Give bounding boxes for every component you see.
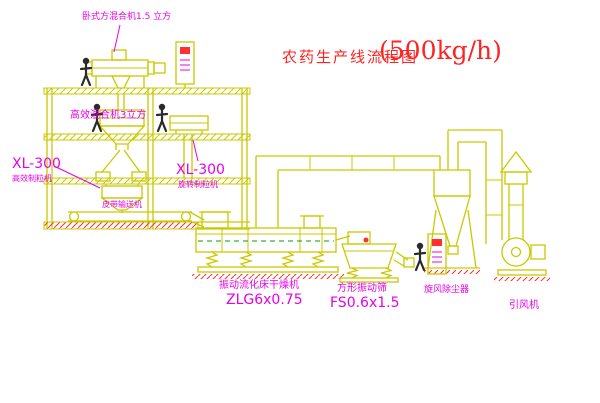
person-figure bbox=[90, 103, 104, 133]
diagram-capacity: (500kg/h) bbox=[379, 36, 502, 65]
label-belt-conveyor: 皮带输送机 bbox=[102, 200, 142, 209]
control-cabinet-top bbox=[175, 41, 195, 88]
leader-lines bbox=[53, 24, 199, 189]
label-xl300-center-model: XL-300 bbox=[176, 162, 225, 178]
high-efficiency-mixer bbox=[95, 109, 147, 182]
person-figure bbox=[413, 242, 427, 272]
label-dryer-name: 振动流化床干燥机 bbox=[219, 280, 299, 291]
outlet-duct bbox=[447, 129, 503, 244]
granulator-center bbox=[169, 115, 209, 178]
label-xl300-center-name: 旋转制粒机 bbox=[178, 180, 218, 189]
label-cyclone: 旋风除尘器 bbox=[424, 285, 470, 295]
exhaust-stack bbox=[499, 150, 533, 240]
exhaust-duct bbox=[255, 155, 441, 228]
induced-draft-fan bbox=[494, 237, 550, 281]
fluid-bed-dryer bbox=[192, 211, 344, 279]
vibrating-sieve bbox=[335, 231, 415, 283]
label-dryer-model: ZLG6x0.75 bbox=[226, 292, 303, 308]
control-cabinet-right bbox=[427, 233, 447, 275]
label-fan: 引风机 bbox=[509, 300, 539, 311]
diagram-title: 农药生产线流程图 bbox=[282, 48, 419, 66]
label-sieve-name: 方形振动筛 bbox=[337, 283, 387, 294]
label-sieve-model: FS0.6x1.5 bbox=[330, 295, 400, 311]
label-xl300-left-name: 高效制粒机 bbox=[12, 174, 52, 183]
label-mixer2: 高效混合机3立方 bbox=[70, 110, 147, 121]
building-frame bbox=[43, 87, 251, 230]
person-figure bbox=[155, 103, 169, 133]
label-xl300-left-model: XL-300 bbox=[12, 156, 61, 172]
cyclone-separator bbox=[424, 169, 480, 274]
label-top-mixer: 卧式方混合机1.5 立方 bbox=[82, 12, 172, 22]
person-figure bbox=[79, 57, 93, 87]
